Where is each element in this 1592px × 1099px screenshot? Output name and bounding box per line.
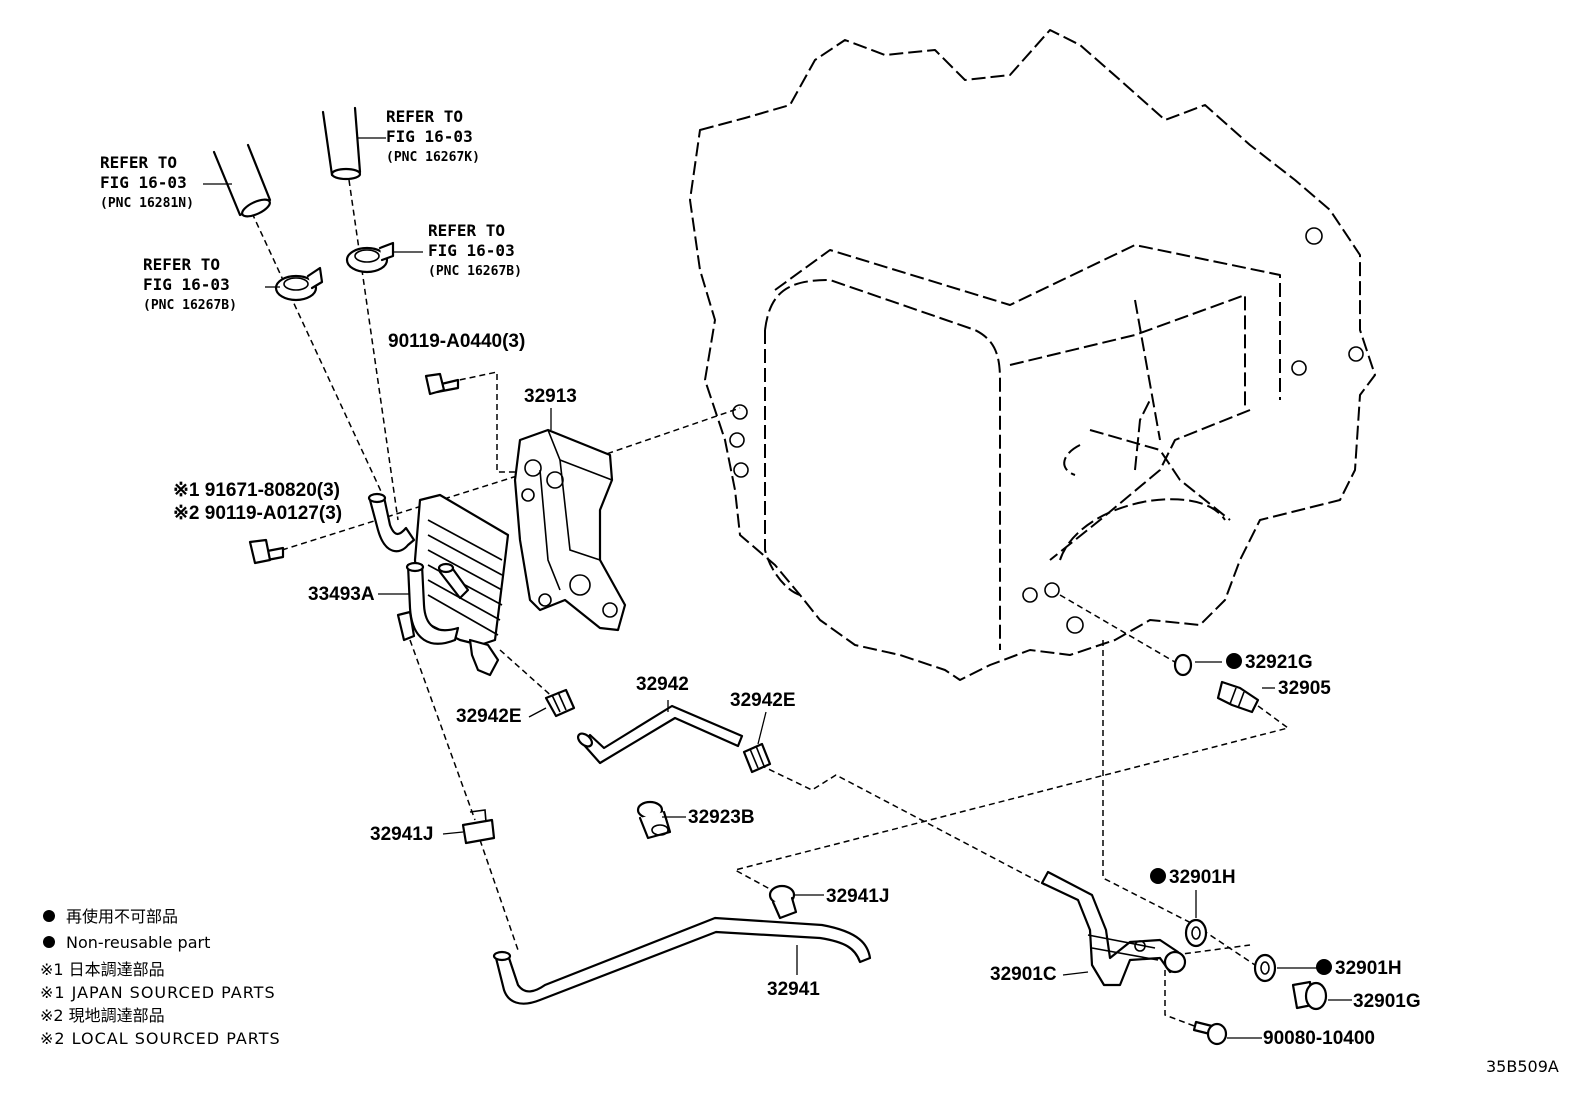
part-label-33493A: 33493A [308,584,375,605]
reference-line2: FIG 16-03 [143,275,230,294]
assembly-lines [251,179,1290,1031]
part-label-32901H-bottom: 32901H [1335,958,1402,979]
part-label-32941J-right: 32941J [826,886,889,907]
part-label-32905: 32905 [1278,678,1331,699]
union-32905 [1216,680,1260,714]
part-label-32941J-left: 32941J [370,824,433,845]
part-label-90119-a0127: ※2 90119-A0127(3) [173,503,342,524]
clip-32923B [636,800,672,840]
filled-circle-icon [1316,959,1332,975]
reference-line2: FIG 16-03 [428,241,515,260]
part-label-32941: 32941 [767,979,820,1000]
bolt-90080-10400 [1192,1020,1228,1046]
reference-line3: (PNC 16267B) [428,264,522,279]
pipe-32901C [1040,870,1187,987]
diagram-id: 35B509A [1486,1057,1559,1076]
legend: 再使用不可部品 Non-reusable part ※1 日本調達部品 ※1 J… [40,907,281,1048]
reference-line1: REFER TO [143,255,220,274]
legend-jp-local-sourced: ※2 現地調達部品 [40,1006,165,1025]
legend-en-japan-sourced: ※1 JAPAN SOURCED PARTS [40,983,276,1002]
part-label-32913: 32913 [524,386,577,407]
part-label-32921G: 32921G [1245,652,1313,673]
reference-note-16267K: REFER TO FIG 16-03 (PNC 16267K) [386,107,480,165]
part-label-91671-80820: ※1 91671-80820(3) [173,480,340,501]
leader-lines [203,137,1352,1039]
clamp-32942E-left [544,688,576,718]
washer-32901H-top [1184,918,1208,948]
reference-line3: (PNC 16281N) [100,196,194,211]
transaxle-housing [689,29,1376,681]
part-label-32901C: 32901C [990,964,1057,985]
part-label-90119-a0440: 90119-A0440(3) [388,331,525,352]
legend-en-nonreusable: Non-reusable part [66,933,210,952]
bolt-91671 [248,538,285,565]
reference-note-16267B-right: REFER TO FIG 16-03 (PNC 16267B) [428,221,522,279]
clamp-32941J-right [768,884,798,920]
filled-circle-icon [1226,653,1242,669]
legend-jp-japan-sourced: ※1 日本調達部品 [40,960,165,979]
legend-en-local-sourced: ※2 LOCAL SOURCED PARTS [40,1029,281,1048]
reference-line1: REFER TO [386,107,463,126]
reference-line2: FIG 16-03 [100,173,187,192]
part-label-32942E-right: 32942E [730,690,796,711]
filled-circle-icon [43,910,55,922]
filled-circle-icon [43,936,55,948]
part-label-32923B: 32923B [688,807,755,828]
part-label-32942: 32942 [636,674,689,695]
part-label-32942E-left: 32942E [456,706,522,727]
hose-32941 [492,916,872,1005]
part-label-90080-10400: 90080-10400 [1263,1028,1375,1049]
bracket-32913 [513,428,627,632]
upper-hoses [212,106,362,218]
bolt-90119-a0440 [424,372,460,396]
reference-line1: REFER TO [428,221,505,240]
part-label-32901H-top: 32901H [1169,867,1236,888]
hose-32942 [576,704,744,765]
clamp-32941J-left [461,809,496,845]
reference-note-16281N: REFER TO FIG 16-03 (PNC 16281N) [100,153,194,211]
bolt-32901G [1291,980,1328,1011]
reference-line2: FIG 16-03 [386,127,473,146]
reference-line1: REFER TO [100,153,177,172]
clamp-32942E-right [742,742,772,774]
part-label-32901G: 32901G [1353,991,1421,1012]
hose-clamp-upper-left [274,266,324,302]
reference-line3: (PNC 16267B) [143,298,237,313]
washer-32901H-bottom [1253,953,1277,983]
part-labels: 90119-A0440(3) 32913 ※1 91671-80820(3) ※… [173,331,1421,1049]
gasket-32921G [1173,653,1193,677]
reference-note-16267B-left: REFER TO FIG 16-03 (PNC 16267B) [143,255,237,313]
oil-cooler-33493A [367,492,510,677]
legend-jp-nonreusable: 再使用不可部品 [66,907,178,926]
hose-clamp-upper-right [345,241,395,274]
reference-line3: (PNC 16267K) [386,150,480,165]
filled-circle-icon [1150,868,1166,884]
